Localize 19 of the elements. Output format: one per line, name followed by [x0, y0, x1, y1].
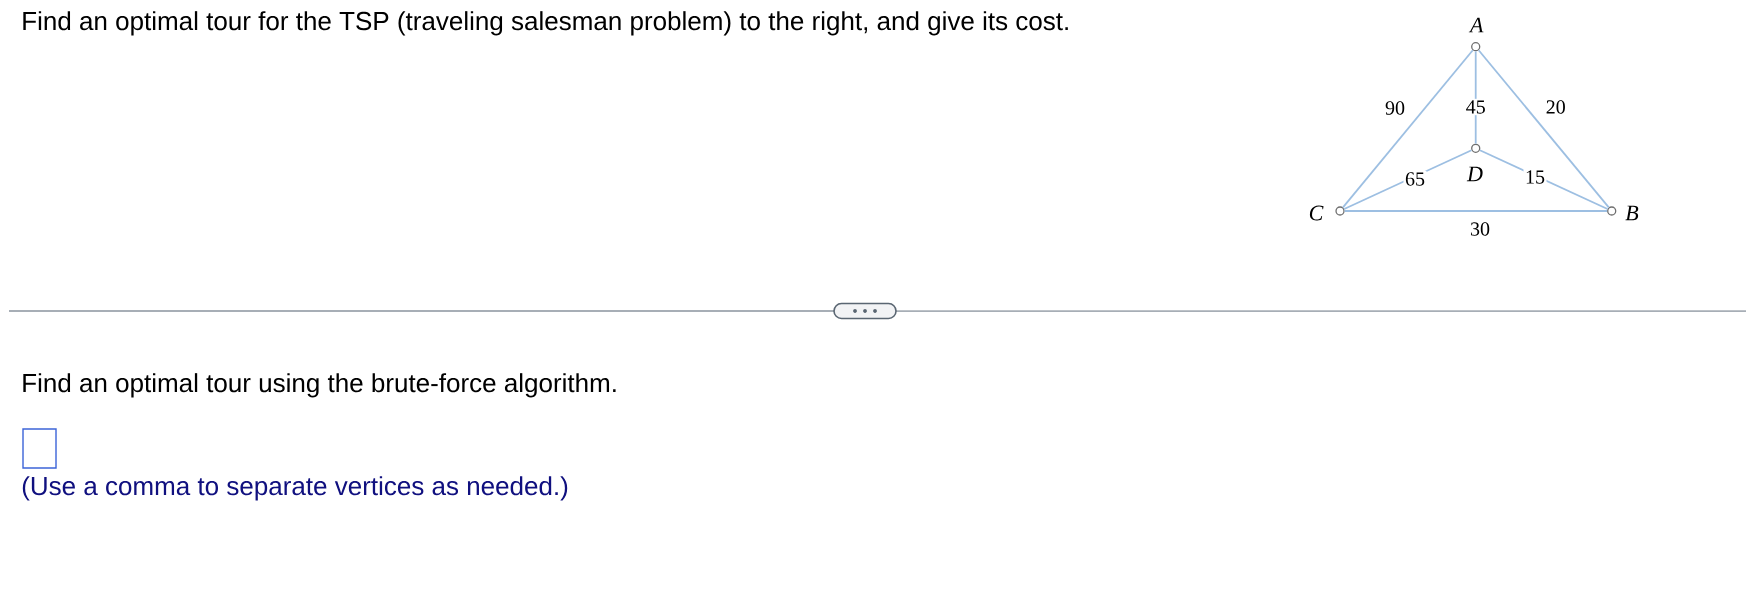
edge-label: 90 [1383, 99, 1407, 117]
vertex-label: A [1468, 17, 1484, 33]
vertex-label: D [1466, 166, 1483, 182]
edge-label: 30 [1468, 220, 1492, 238]
vertex-label: B [1625, 205, 1639, 221]
edge-line [1479, 149, 1609, 210]
question-text: Find an optimal tour for the TSP (traveling salesman problem) to the right, and give its cost. [23, 11, 1068, 36]
edge-label: 45 [1464, 98, 1488, 116]
edge-line [1343, 210, 1608, 212]
question-text: Find an optimal tour using the brute-force algorithm. [23, 373, 616, 398]
edge-label: 65 [1403, 170, 1427, 188]
edge-line [1477, 49, 1610, 209]
vertex-label: C [1309, 205, 1324, 221]
edge-line [1342, 49, 1474, 209]
question-text: (Use a comma to separate vertices as needed.) [22, 476, 568, 501]
edge-line [1343, 149, 1473, 210]
edge-line [1474, 50, 1477, 145]
edge-label: 20 [1544, 98, 1568, 116]
edge-label: 15 [1523, 168, 1547, 186]
